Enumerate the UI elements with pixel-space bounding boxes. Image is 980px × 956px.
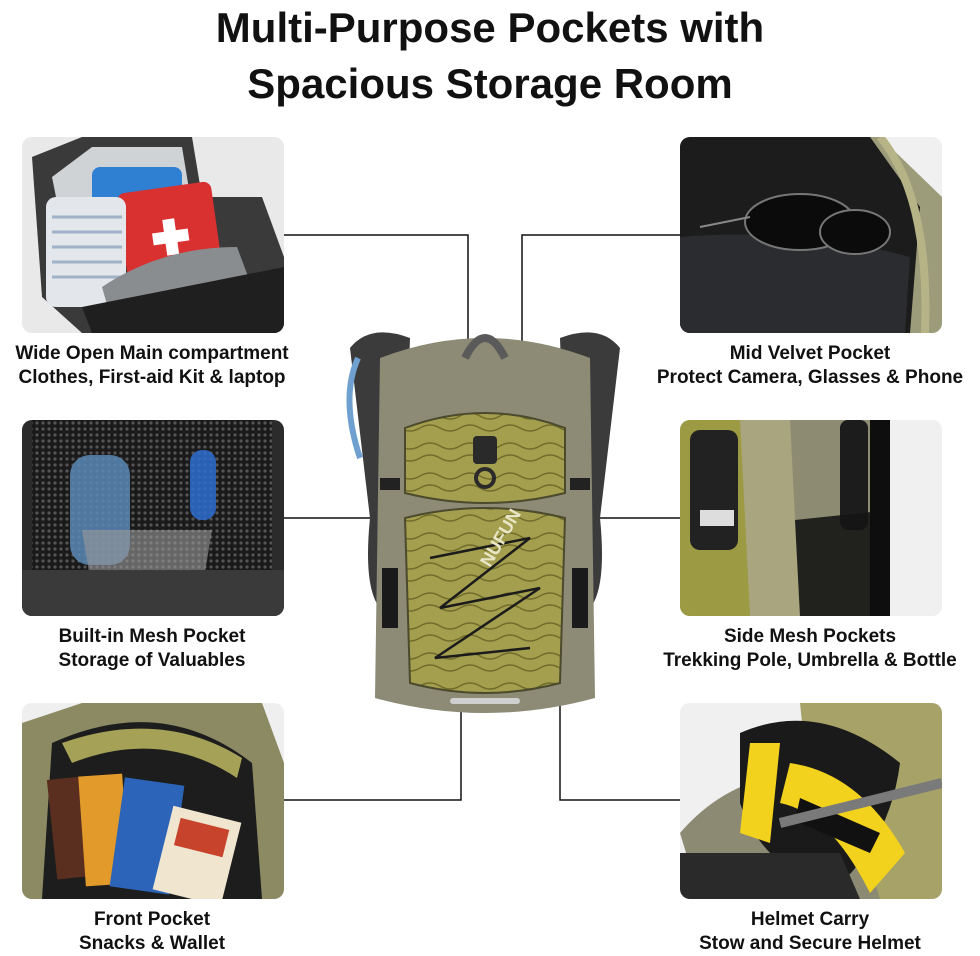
caption-side-mesh: Side Mesh Pockets Trekking Pole, Umbrell… <box>640 625 980 673</box>
photo-main-compartment <box>22 137 284 333</box>
caption-detail: Storage of Valuables <box>58 650 246 671</box>
photo-helmet-carry <box>680 703 942 899</box>
caption-heading: Built-in Mesh Pocket <box>58 626 246 647</box>
caption-main-compartment: Wide Open Main compartment Clothes, Firs… <box>0 342 322 390</box>
caption-front-pocket: Front Pocket Snacks & Wallet <box>0 908 322 956</box>
page-title: Multi-Purpose Pockets with Spacious Stor… <box>0 0 980 112</box>
photo-front-pocket <box>22 703 284 899</box>
caption-heading: Mid Velvet Pocket <box>729 343 891 364</box>
caption-detail: Clothes, First-aid Kit & laptop <box>18 367 286 388</box>
caption-detail: Snacks & Wallet <box>78 933 226 954</box>
caption-heading: Side Mesh Pockets <box>723 626 897 647</box>
title-line-1: Multi-Purpose Pockets with <box>215 4 765 51</box>
caption-heading: Helmet Carry <box>750 909 870 930</box>
caption-detail: Trekking Pole, Umbrella & Bottle <box>663 650 957 671</box>
caption-velvet-pocket: Mid Velvet Pocket Protect Camera, Glasse… <box>640 342 980 390</box>
caption-detail: Protect Camera, Glasses & Phone <box>656 367 964 388</box>
backpack-illustration: NUFUN <box>346 332 620 713</box>
caption-mesh-pocket: Built-in Mesh Pocket Storage of Valuable… <box>0 625 322 673</box>
photo-side-mesh-pockets <box>680 420 942 616</box>
caption-detail: Stow and Secure Helmet <box>699 933 921 954</box>
caption-heading: Front Pocket <box>93 909 211 930</box>
front-pocket <box>403 507 567 694</box>
caption-heading: Wide Open Main compartment <box>15 343 289 364</box>
photo-velvet-pocket <box>680 137 942 333</box>
photo-mesh-pocket <box>22 420 284 616</box>
caption-helmet-carry: Helmet Carry Stow and Secure Helmet <box>640 908 980 956</box>
title-line-2: Spacious Storage Room <box>247 60 733 107</box>
